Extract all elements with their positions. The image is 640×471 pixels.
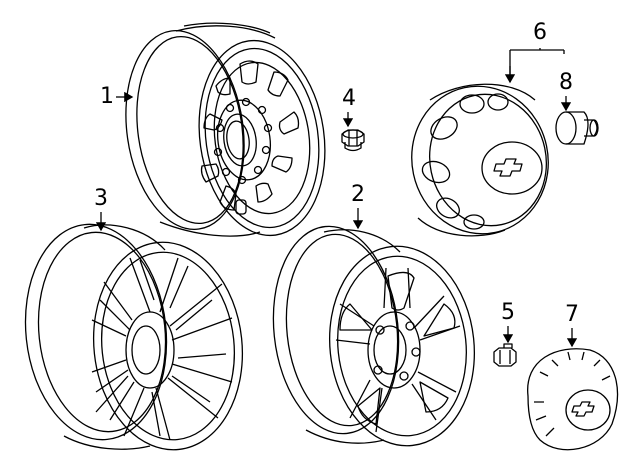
cap-nut-8 <box>555 111 599 145</box>
callout-7: 7 <box>565 302 579 327</box>
callout-4: 4 <box>342 86 356 111</box>
callout-1: 1 <box>100 84 114 109</box>
alloy-wheel-3 <box>24 223 244 451</box>
callout-6: 6 <box>533 20 547 45</box>
alloy-wheel-2 <box>272 225 476 447</box>
center-cap-7 <box>527 348 619 451</box>
callout-3: 3 <box>94 186 108 211</box>
center-cap-chrome <box>411 83 549 237</box>
lug-nut-5 <box>493 343 517 367</box>
callout-2: 2 <box>351 182 365 207</box>
leader-lines <box>95 48 578 348</box>
steel-wheel <box>125 22 326 237</box>
callout-5: 5 <box>501 300 515 325</box>
callout-8: 8 <box>559 70 573 95</box>
lug-nut-4 <box>341 129 365 152</box>
